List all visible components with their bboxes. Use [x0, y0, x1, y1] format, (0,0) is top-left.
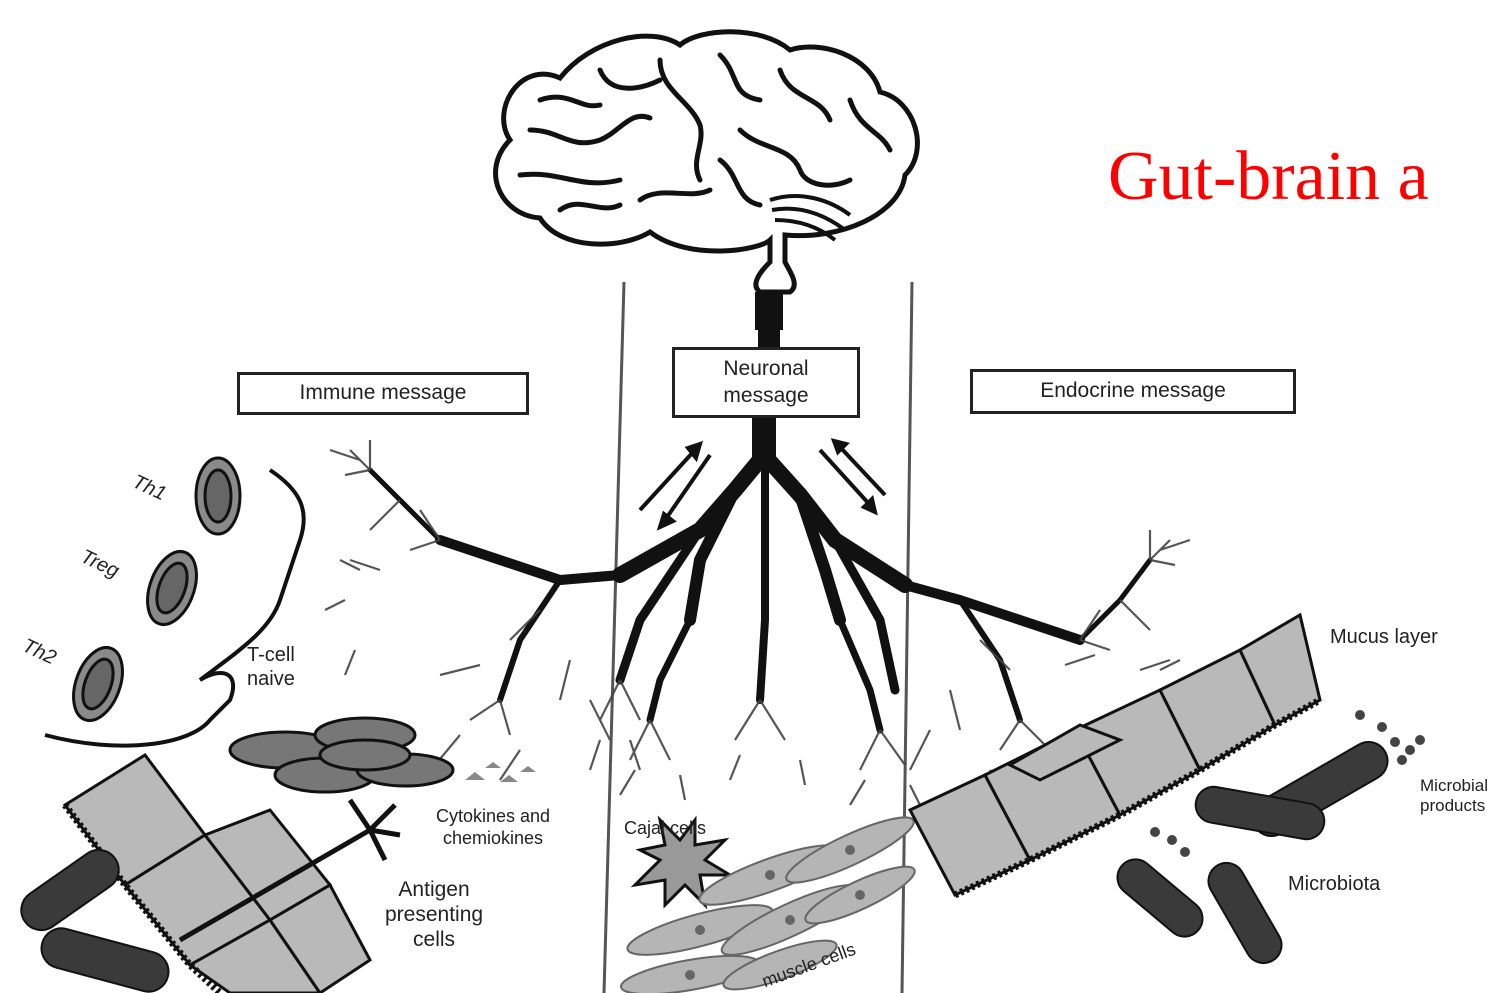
neuronal-message-line1: Neuronal	[723, 356, 808, 382]
apc-line1: Antigen	[385, 877, 483, 902]
mucus-label: Mucus layer	[1330, 625, 1438, 649]
endocrine-message-label: Endocrine message	[1040, 378, 1226, 404]
microbial-line2: products	[1420, 796, 1488, 816]
brain-icon	[496, 32, 918, 292]
tcell-naive-line2: naive	[247, 667, 295, 691]
neuronal-message-line2: message	[723, 383, 808, 409]
apc-label: Antigen presenting cells	[385, 877, 483, 953]
cytokines-line2: chemiokines	[436, 828, 550, 850]
cytokines-line1: Cytokines and	[436, 806, 550, 828]
apc-line2: presenting	[385, 902, 483, 927]
tcell-naive-line1: T-cell	[247, 643, 295, 667]
left-exchange-arrows-icon	[640, 444, 710, 527]
immune-message-label: Immune message	[300, 380, 467, 406]
apc-line3: cells	[385, 927, 483, 952]
cajal-label: Cajal cells	[624, 818, 706, 840]
right-exchange-arrows-icon	[820, 441, 885, 512]
cytokines-label: Cytokines and chemiokines	[436, 806, 550, 849]
immune-message-box: Immune message	[237, 372, 529, 415]
left-divider	[604, 282, 624, 993]
microbial-line1: Microbial	[1420, 776, 1488, 796]
neuronal-message-box: Neuronal message	[672, 347, 860, 418]
naive-cells	[230, 718, 453, 792]
page-title: Gut-brain a	[1108, 142, 1429, 212]
nerve-tree	[370, 455, 1150, 730]
endocrine-message-box: Endocrine message	[970, 369, 1296, 414]
tcell-naive-label: T-cell naive	[247, 643, 295, 691]
microbiota-label: Microbiota	[1288, 872, 1380, 896]
microbial-products-label: Microbial products	[1420, 776, 1488, 817]
right-epithelium	[910, 615, 1320, 895]
